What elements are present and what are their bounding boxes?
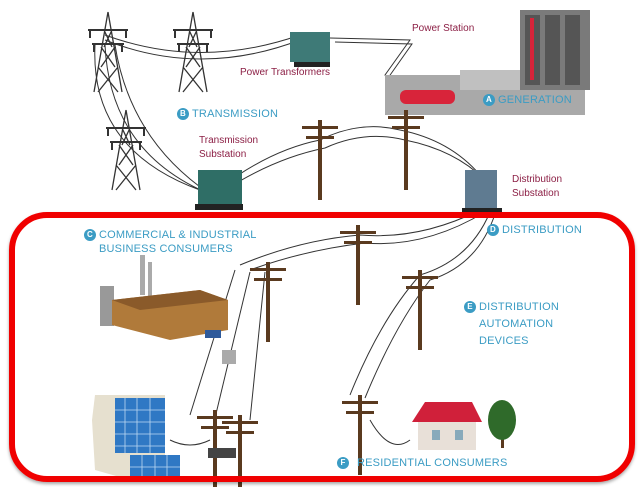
transmission-substation-icon [195, 170, 243, 210]
label-line: Distribution [512, 174, 563, 185]
label-line: Transmission [199, 135, 259, 146]
distribution-highlight-box [9, 212, 635, 482]
badge-e: E [464, 301, 476, 313]
section-label: COMMERCIAL & INDUSTRIAL [99, 229, 257, 241]
section-label: DISTRIBUTION [502, 224, 583, 236]
label-line: Substation [512, 188, 560, 199]
distribution-substation-label: Distribution Substation [512, 173, 562, 201]
utility-pole [302, 120, 338, 200]
transmission-tower [87, 11, 129, 93]
section-label: DEVICES [479, 335, 529, 347]
badge-a: A [483, 94, 495, 106]
transmission-substation-label: Transmission Substation [199, 134, 258, 162]
section-residential: F RESIDENTIAL CONSUMERS [337, 456, 507, 470]
house-icon [412, 402, 482, 450]
section-label: AUTOMATION [479, 318, 554, 330]
badge-b: B [177, 108, 189, 120]
label-line: Substation [199, 149, 247, 160]
distribution-substation-icon [462, 170, 502, 214]
office-building-icon [92, 395, 236, 480]
power-transformer-icon [290, 32, 330, 67]
transmission-tower [105, 109, 147, 191]
factory-icon [100, 255, 236, 364]
badge-c: C [84, 229, 96, 241]
section-label: DISTRIBUTION [479, 301, 560, 313]
power-transformers-label: Power Transformers [240, 67, 331, 78]
power-lines [94, 34, 496, 446]
tree-icon [488, 400, 516, 448]
power-station-label: Power Station [412, 23, 475, 34]
badge-f: F [337, 457, 349, 469]
section-label: RESIDENTIAL CONSUMERS [357, 457, 508, 469]
badge-d: D [487, 224, 499, 236]
section-label: GENERATION [498, 94, 572, 106]
section-label: BUSINESS CONSUMERS [99, 243, 233, 255]
section-label: TRANSMISSION [192, 108, 279, 120]
utility-pole [388, 110, 424, 190]
